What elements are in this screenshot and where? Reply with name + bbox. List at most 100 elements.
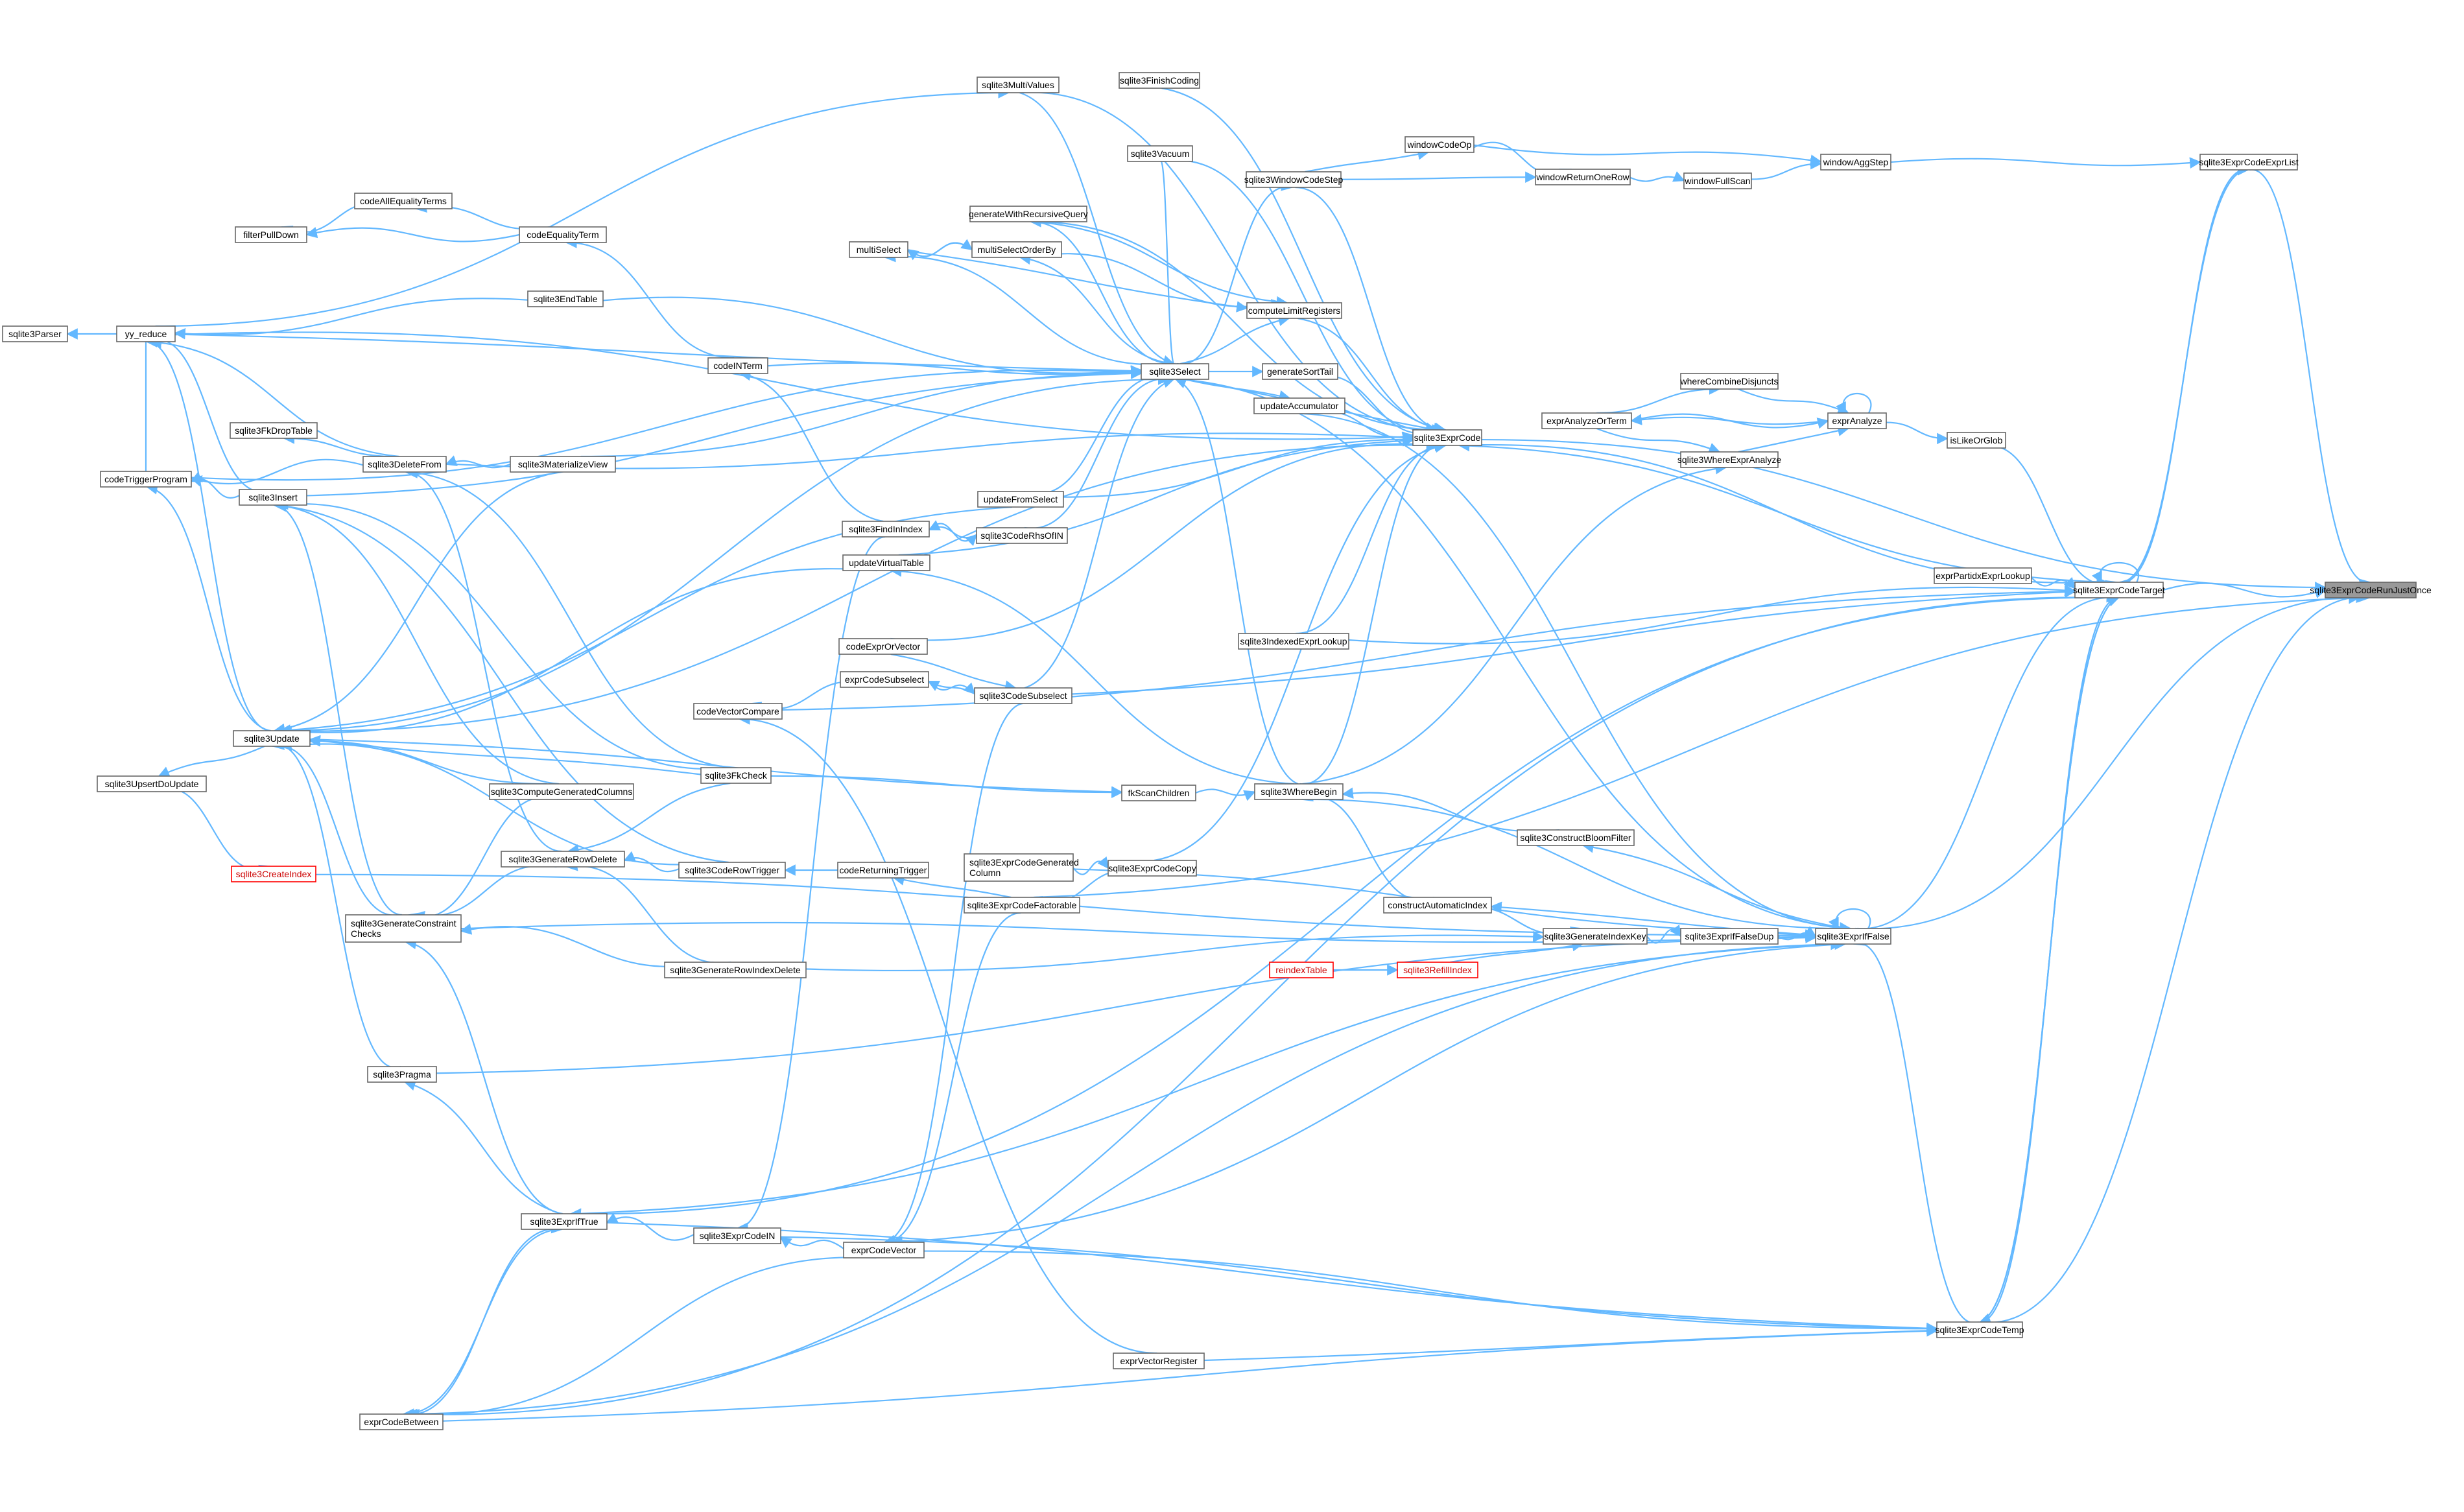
node-multi-select[interactable]: multiSelect [849,241,908,258]
node-sqlite3-expr-code-copy[interactable]: sqlite3ExprCodeCopy [1108,860,1197,877]
node-box [693,703,783,720]
node-expr-vector-register[interactable]: exprVectorRegister [1113,1353,1205,1369]
node-where-combine-disjuncts[interactable]: whereCombineDisjuncts [1680,373,1779,390]
node-sqlite3-upsert-do-update[interactable]: sqlite3UpsertDoUpdate [97,775,207,792]
node-label: sqlite3UpsertDoUpdate [105,779,199,789]
node-construct-automatic-index[interactable]: constructAutomaticIndex [1383,897,1492,914]
node-update-virtual-table[interactable]: updateVirtualTable [842,554,930,571]
node-sqlite3-expr-if-false[interactable]: sqlite3ExprIfFalse [1815,928,1891,945]
node-sqlite3-select[interactable]: sqlite3Select [1141,363,1209,380]
node-code-returning-trigger[interactable]: codeReturningTrigger [837,862,929,879]
edge-sqlite3-generate-row-index-delete-to-sqlite3-generate-constraint-checks [460,923,714,967]
node-box [693,1227,781,1244]
node-code-trigger-program[interactable]: codeTriggerProgram [100,471,192,488]
node-sqlite3-end-table[interactable]: sqlite3EndTable [527,290,604,307]
node-sqlite3-finish-coding[interactable]: sqlite3FinishCoding [1119,72,1200,89]
node-code-vector-compare[interactable]: codeVectorCompare [693,703,783,720]
edge-sqlite3-select-to-sqlite3-window-code-step [1176,180,1294,365]
edge-yy-reduce-to-sqlite3-expr-code [174,331,1414,443]
node-sqlite3-expr-code-run-just-once[interactable]: sqlite3ExprCodeRunJustOnce [2310,582,2432,598]
node-code-all-equality-terms[interactable]: codeAllEqualityTerms [354,193,453,209]
node-sqlite3-vacuum[interactable]: sqlite3Vacuum [1127,145,1193,162]
node-sqlite3-expr-code[interactable]: sqlite3ExprCode [1412,429,1482,446]
node-expr-partidx-expr-lookup[interactable]: exprPartidxExprLookup [1934,567,2032,584]
node-box [345,914,462,943]
node-box [359,1413,444,1430]
node-reindex-table[interactable]: reindexTable [1269,962,1334,978]
node-window-return-one-row[interactable]: windowReturnOneRow [1535,169,1631,185]
node-multi-select-order-by[interactable]: multiSelectOrderBy [971,241,1062,258]
node-sqlite3-expr-code-temp[interactable]: sqlite3ExprCodeTemp [1936,1321,2024,1338]
node-sqlite3-generate-row-delete[interactable]: sqlite3GenerateRowDelete [501,851,625,868]
node-sqlite3-create-index[interactable]: sqlite3CreateIndex [231,866,316,882]
node-generate-with-recursive-query[interactable]: generateWithRecursiveQuery [969,206,1088,222]
node-window-full-scan[interactable]: windowFullScan [1683,172,1752,189]
node-sqlite3-construct-bloom-filter[interactable]: sqlite3ConstructBloomFilter [1517,829,1635,846]
node-compute-limit-registers[interactable]: computeLimitRegisters [1246,302,1342,319]
node-expr-analyze[interactable]: exprAnalyze [1827,412,1887,429]
node-sqlite3-code-rhs-of-in[interactable]: sqlite3CodeRhsOfIN [976,527,1068,544]
node-sqlite3-insert[interactable]: sqlite3Insert [239,489,307,506]
node-sqlite3-expr-code-target[interactable]: sqlite3ExprCodeTarget [2073,582,2165,598]
edge-sqlite3-pragma-to-sqlite3-update [271,737,401,1069]
node-sqlite3-parser[interactable]: sqlite3Parser [2,325,68,342]
edge-sqlite3-expr-code-target-to-sqlite3-expr-code-run-just-once [2162,582,2327,598]
node-sqlite3-expr-code-expr-list[interactable]: sqlite3ExprCodeExprList [2199,154,2299,171]
node-sqlite3-window-code-step[interactable]: sqlite3WindowCodeStep [1244,171,1344,188]
edge-sqlite3-insert-to-sqlite3-select [306,368,1143,497]
node-expr-code-vector[interactable]: exprCodeVector [843,1242,925,1258]
node-box [1121,785,1196,801]
node-fk-scan-children[interactable]: fkScanChildren [1121,785,1196,801]
edge-where-combine-disjuncts-to-expr-analyze [1738,388,1850,414]
node-sqlite3-fk-check[interactable]: sqlite3FkCheck [700,767,772,784]
edge-sqlite3-multi-values-to-sqlite3-select [1019,91,1175,366]
node-label: sqlite3ComputeGeneratedColumns [491,786,633,797]
node-box [1936,1321,2023,1338]
node-sqlite3-where-expr-analyze[interactable]: sqlite3WhereExprAnalyze [1677,451,1782,468]
node-filter-pull-down[interactable]: filterPullDown [235,226,307,243]
node-sqlite3-indexed-expr-lookup[interactable]: sqlite3IndexedExprLookup [1238,633,1349,650]
node-sqlite3-fk-drop-table[interactable]: sqlite3FkDropTable [230,422,318,439]
edge-sqlite3-select-to-multi-select-order-by [1019,253,1172,365]
node-sqlite3-delete-from[interactable]: sqlite3DeleteFrom [362,456,447,473]
node-sqlite3-update[interactable]: sqlite3Update [233,730,311,747]
node-window-agg-step[interactable]: windowAggStep [1820,154,1891,171]
edge-sqlite3-code-rhs-of-in-to-sqlite3-select [1024,372,1174,529]
node-code-interm[interactable]: codeINTerm [707,357,768,374]
node-sqlite3-refill-index[interactable]: sqlite3RefillIndex [1397,962,1478,978]
node-sqlite3-where-begin[interactable]: sqlite3WhereBegin [1254,783,1344,800]
node-sqlite3-generate-index-key[interactable]: sqlite3GenerateIndexKey [1543,928,1648,945]
node-generate-sort-tail[interactable]: generateSortTail [1262,363,1338,380]
node-sqlite3-compute-generated-columns[interactable]: sqlite3ComputeGeneratedColumns [489,783,634,800]
node-sqlite3-expr-if-true[interactable]: sqlite3ExprIfTrue [521,1213,608,1230]
node-expr-code-subselect[interactable]: exprCodeSubselect [840,671,929,688]
node-sqlite3-find-in-index[interactable]: sqlite3FindInIndex [842,521,930,537]
edge-sqlite3-generate-constraint-checks-to-sqlite3-insert [272,499,402,916]
node-sqlite3-expr-code-in[interactable]: sqlite3ExprCodeIN [693,1227,781,1244]
node-sqlite3-expr-if-false-dup[interactable]: sqlite3ExprIfFalseDup [1680,928,1779,945]
edge-window-full-scan-to-window-agg-step [1751,158,1822,180]
node-update-from-select[interactable]: updateFromSelect [977,491,1064,508]
node-sqlite3-materialize-view[interactable]: sqlite3MaterializeView [510,456,616,473]
node-window-code-op[interactable]: windowCodeOp [1404,136,1475,153]
node-is-like-or-glob[interactable]: isLikeOrGlob [1947,432,2006,449]
node-code-equality-term[interactable]: codeEqualityTerm [519,226,607,243]
node-update-accumulator[interactable]: updateAccumulator [1253,397,1345,414]
node-sqlite3-expr-code-factorable[interactable]: sqlite3ExprCodeFactorable [964,897,1080,914]
node-box [838,638,928,655]
edge-expr-code-vector-to-expr-code-between [408,1257,877,1421]
node-sqlite3-code-subselect[interactable]: sqlite3CodeSubselect [974,687,1072,704]
edge-sqlite3-code-subselect-to-sqlite3-select [1024,377,1175,689]
node-sqlite3-multi-values[interactable]: sqlite3MultiValues [977,77,1060,93]
node-yy-reduce[interactable]: yy_reduce [116,325,176,342]
node-code-expr-or-vector[interactable]: codeExprOrVector [838,638,928,655]
node-sqlite3-pragma[interactable]: sqlite3Pragma [367,1066,437,1083]
node-label: sqlite3RefillIndex [1403,965,1472,975]
node-expr-code-between[interactable]: exprCodeBetween [359,1413,444,1430]
node-expr-analyze-or-term[interactable]: exprAnalyzeOrTerm [1541,412,1632,429]
node-box [501,851,625,868]
node-sqlite3-generate-row-index-delete[interactable]: sqlite3GenerateRowIndexDelete [664,962,807,978]
node-sqlite3-code-row-trigger[interactable]: sqlite3CodeRowTrigger [678,862,786,879]
